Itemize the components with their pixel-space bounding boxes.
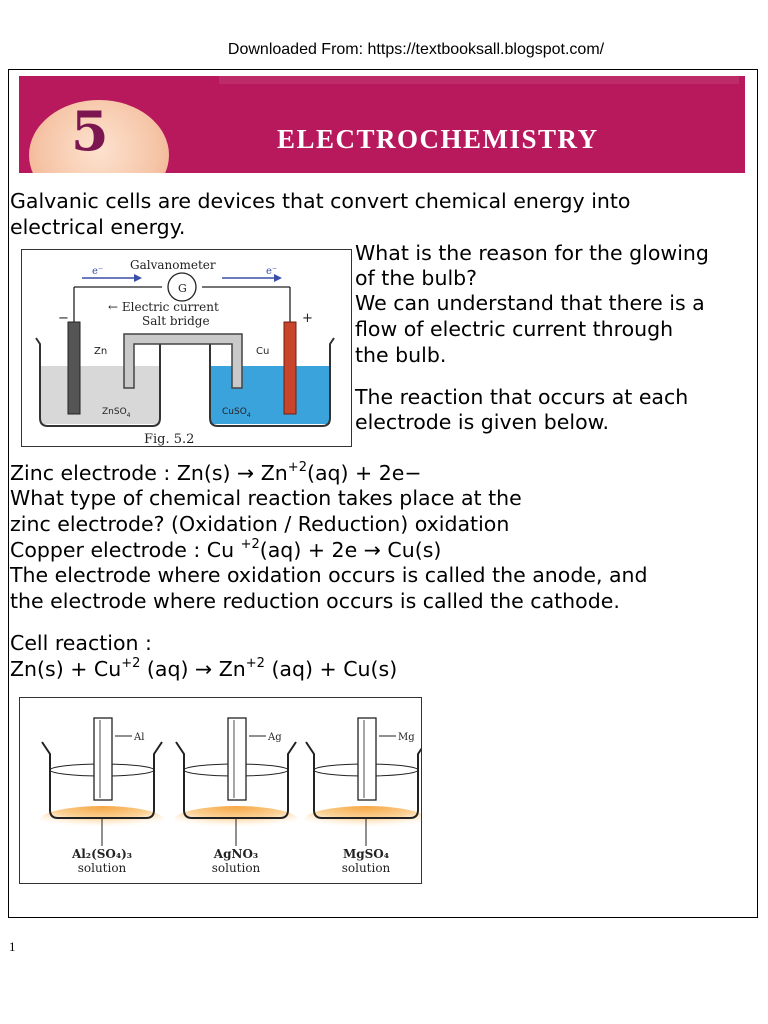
question-line-2: of the bulb?	[355, 266, 478, 290]
solution-formula-al: Al₂(SO₄)₃	[71, 847, 132, 861]
intro-line-1: Galvanic cells are devices that convert …	[10, 189, 631, 213]
metal-strip-al	[93, 717, 113, 801]
flame-mg	[304, 806, 421, 834]
metal-label-al: Al	[133, 732, 144, 743]
galvanometer-dial	[167, 272, 197, 302]
electron-arrowhead-left	[134, 274, 142, 282]
download-header: Downloaded From: https://textbooksall.bl…	[227, 41, 605, 58]
electron-arrowhead-right	[274, 274, 282, 282]
current-label: ← Electric current	[108, 300, 219, 314]
banner-decor	[219, 76, 739, 84]
answer-line-3: the bulb.	[355, 343, 447, 367]
electron-label-left: e⁻	[92, 266, 103, 277]
cuso4-solution	[210, 366, 330, 424]
chapter-number: 5	[71, 99, 109, 163]
minus-sign: −	[58, 311, 69, 326]
znso4-label: ZnSO4	[102, 407, 131, 419]
copper-rod	[283, 321, 297, 415]
cell-reaction-equation: Zn(s) + Cu+2 (aq) → Zn+2 (aq) + Cu(s)	[10, 656, 398, 681]
figure-galvanic-cell: e⁻ e⁻ Galvanometer G ← Electric current …	[21, 249, 352, 447]
metal-strip-mg	[357, 717, 377, 801]
galvanic-cell-diagram: e⁻ e⁻ Galvanometer G ← Electric current …	[35, 258, 335, 446]
beakers-diagram: AlAl₂(SO₄)₃solutionAgAgNO₃solutionMgMgSO…	[40, 717, 421, 875]
anode-cathode-line-1: The electrode where oxidation occurs is …	[10, 563, 648, 587]
beaker-right	[205, 337, 335, 427]
reaction-intro-line-1: The reaction that occurs at each	[355, 385, 689, 409]
question-line-1: What is the reason for the glowing	[355, 241, 709, 265]
zn-label: Zn	[94, 346, 107, 357]
solution-word-ag: solution	[212, 861, 261, 875]
salt-bridge-label: Salt bridge	[142, 314, 210, 328]
question-reaction-line-2: zinc electrode? (Oxidation / Reduction) …	[10, 512, 510, 536]
salt-bridge	[123, 333, 243, 389]
zinc-rod	[67, 321, 81, 415]
anode-cathode-line-2: the electrode where reduction occurs is …	[10, 589, 620, 613]
cuso4-label: CuSO4	[222, 407, 251, 419]
figure1-caption: Fig. 5.2	[144, 432, 194, 446]
solution-word-mg: solution	[342, 861, 391, 875]
answer-line-2: flow of electric current through	[355, 317, 674, 341]
chapter-title: ELECTROCHEMISTRY	[277, 124, 599, 154]
galvanometer-g: G	[178, 282, 187, 295]
metal-strip-ag	[227, 717, 247, 801]
reaction-intro-line-2: electrode is given below.	[355, 410, 610, 434]
question-reaction-line-1: What type of chemical reaction takes pla…	[10, 486, 522, 510]
znso4-solution	[40, 366, 160, 424]
electron-label-right: e⁻	[266, 266, 277, 277]
page-number: 1	[9, 939, 16, 954]
chapter-banner: 5 ELECTROCHEMISTRY	[19, 76, 745, 173]
cell-reaction-label: Cell reaction :	[10, 631, 152, 655]
cu-label: Cu	[256, 346, 269, 357]
zinc-electrode-equation: Zinc electrode : Zn(s) → Zn+2(aq) + 2e−	[10, 460, 422, 485]
answer-line-1: We can understand that there is a	[355, 291, 705, 315]
intro-line-2: electrical energy.	[10, 215, 186, 239]
beaker-left	[35, 337, 165, 427]
metal-label-ag: Ag	[267, 732, 282, 743]
solution-formula-mg: MgSO₄	[343, 847, 389, 861]
solution-formula-ag: AgNO₃	[213, 847, 258, 861]
copper-electrode-equation: Copper electrode : Cu +2(aq) + 2e → Cu(s…	[10, 537, 442, 562]
galvanometer-label: Galvanometer	[130, 258, 216, 272]
metal-label-mg: Mg	[398, 732, 415, 743]
content-frame	[8, 69, 758, 918]
plus-sign: +	[302, 311, 313, 326]
solution-word-al: solution	[78, 861, 127, 875]
